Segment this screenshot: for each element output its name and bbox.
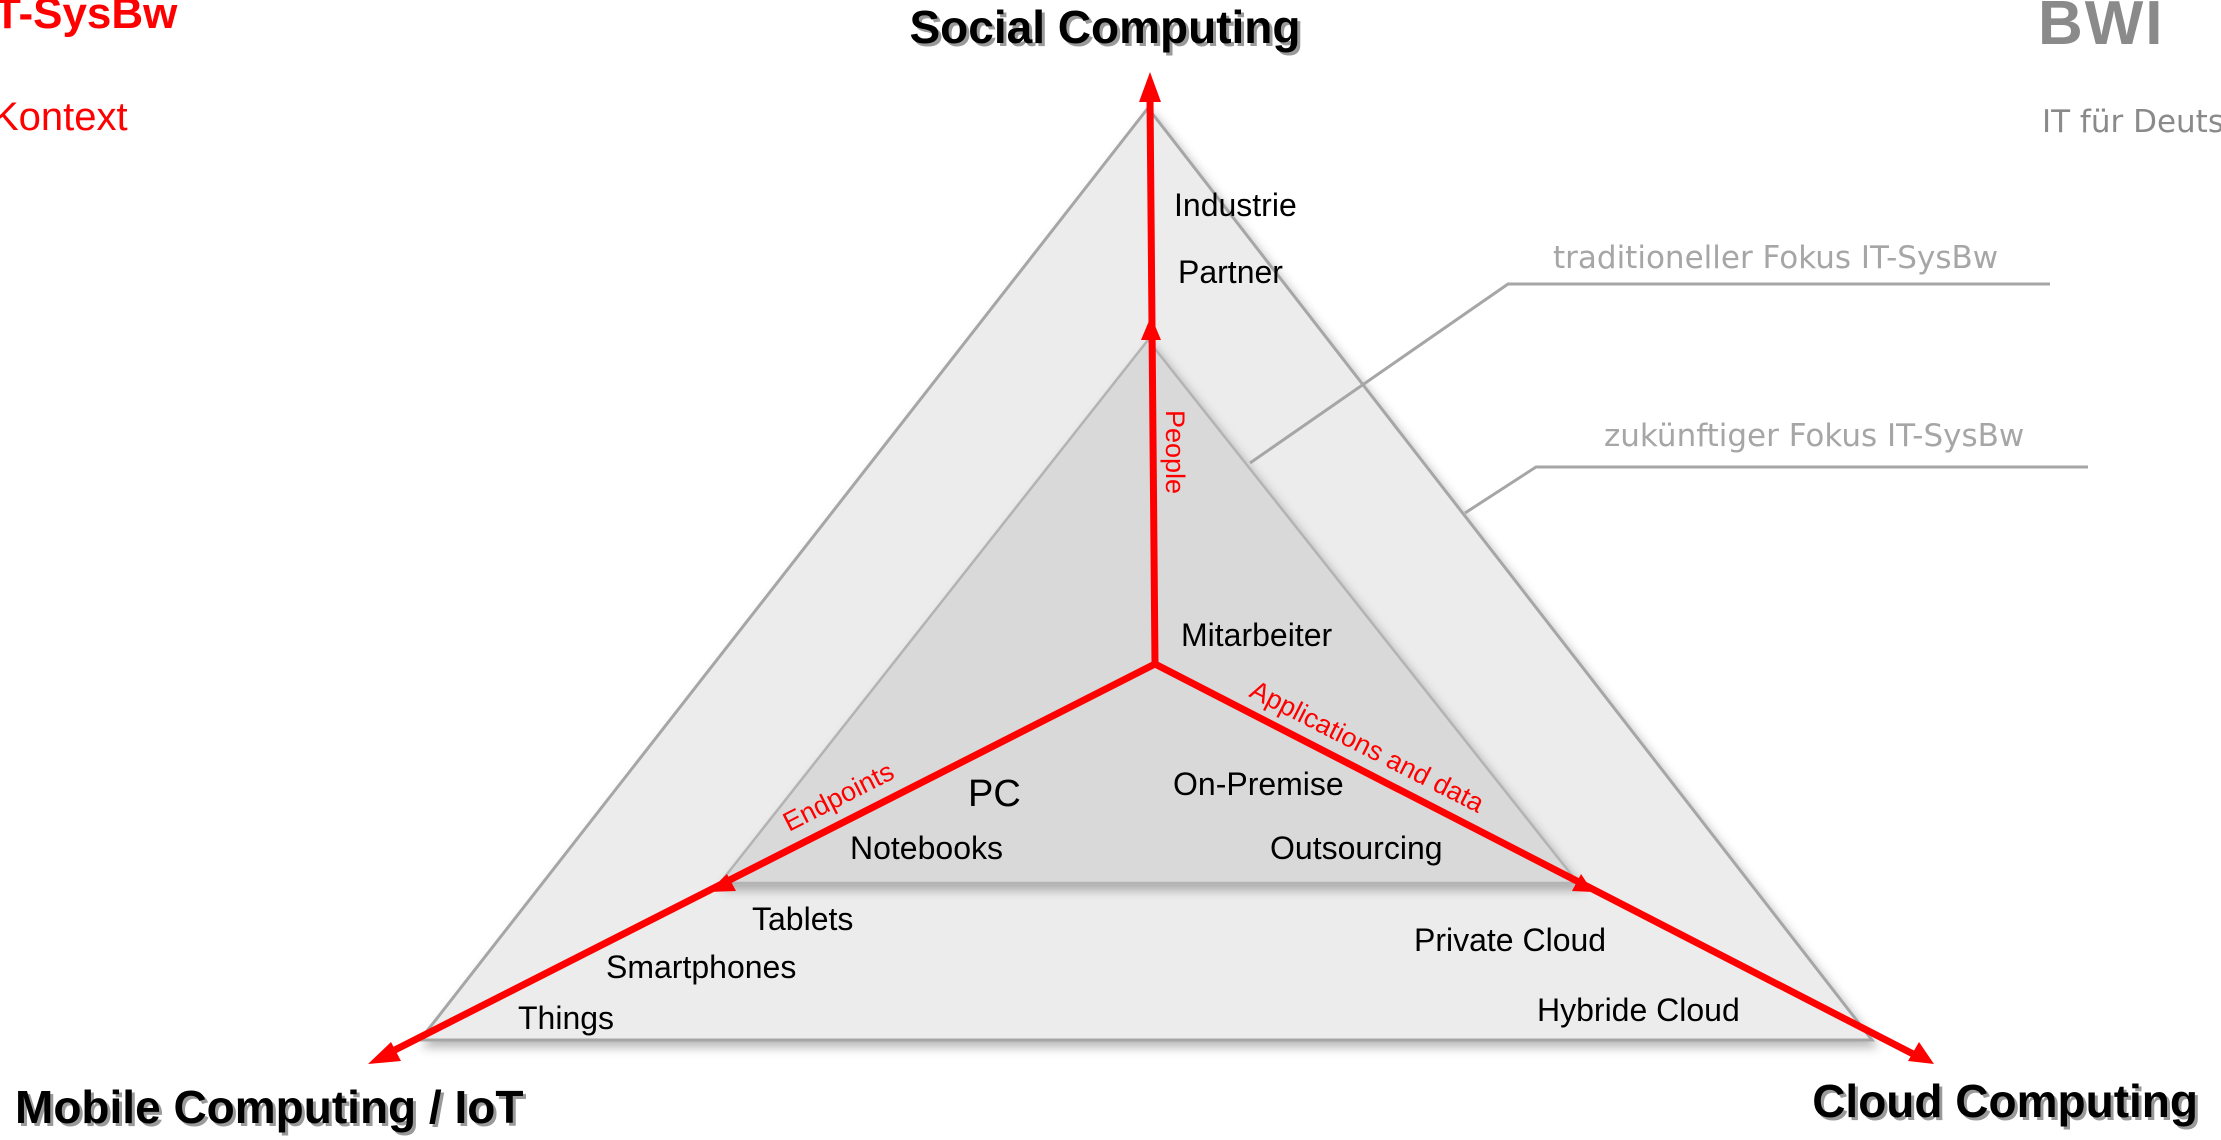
arrowhead-top (1139, 72, 1161, 102)
axis-people (1146, 94, 1159, 668)
corner-label-bottom-right-shadow: Cloud Computing (1815, 1078, 2201, 1130)
item-industrie: Industrie (1174, 187, 1297, 223)
corner-label-bottom-right-text: Cloud Computing (1812, 1075, 2198, 1127)
arrowhead-inner-left (708, 874, 736, 892)
corner-label-top: Social Computing Social Computing (910, 1, 1304, 56)
corner-label-bottom-left-shadow: Mobile Computing / IoT (18, 1084, 526, 1136)
item-hybride-cloud: Hybride Cloud (1537, 992, 1740, 1028)
logo-brand-text: BWI (2038, 0, 2165, 58)
corner-label-top-shadow: Social Computing (913, 4, 1304, 56)
item-labels: Industrie Partner Mitarbeiter PC Noteboo… (518, 187, 1740, 1036)
item-tablets: Tablets (752, 901, 853, 937)
item-mitarbeiter: Mitarbeiter (1181, 617, 1333, 653)
axis-endpoints (381, 660, 1159, 1059)
callout-future-label: zukünftiger Fokus IT-SysBw (1604, 418, 2024, 454)
item-smartphones: Smartphones (606, 949, 796, 985)
arrowhead-bottom-left (368, 1042, 401, 1064)
axis-applications (1151, 660, 1921, 1060)
logo-tagline: IT für Deuts (2042, 104, 2221, 140)
callout-traditional-label: traditioneller Fokus IT-SysBw (1553, 240, 1998, 276)
item-pc: PC (968, 773, 1021, 815)
arrowhead-bottom-right (1908, 1042, 1934, 1064)
callout-lines (1249, 282, 2088, 515)
item-notebooks: Notebooks (850, 830, 1003, 866)
corner-label-bottom-right: Cloud Computing Cloud Computing (1812, 1075, 2201, 1130)
slide-title-fragment: T-SysBw (0, 0, 178, 38)
arrowhead-inner-top (1141, 316, 1161, 340)
corner-label-top-text: Social Computing (910, 1, 1301, 53)
item-private-cloud: Private Cloud (1414, 922, 1606, 958)
arrowheads-outer (368, 72, 1934, 1064)
item-things: Things (518, 1000, 614, 1036)
arrowhead-inner-right (1572, 874, 1593, 892)
slide-subtitle-fragment: Kontext (0, 95, 128, 139)
item-on-premise: On-Premise (1173, 766, 1344, 802)
callout-line-traditional (1249, 282, 2050, 465)
arrowheads-inner (708, 316, 1593, 892)
item-outsourcing: Outsourcing (1270, 830, 1443, 866)
item-partner: Partner (1178, 254, 1283, 290)
red-axes (381, 94, 1921, 1060)
axis-label-people: People (1160, 410, 1190, 494)
corner-label-bottom-left: Mobile Computing / IoT Mobile Computing … (15, 1081, 526, 1136)
corner-label-bottom-left-text: Mobile Computing / IoT (15, 1081, 523, 1133)
callout-line-future (1464, 465, 2088, 515)
inner-triangle (717, 337, 1581, 885)
bwi-logo: BWI IT für Deuts (2038, 0, 2221, 140)
